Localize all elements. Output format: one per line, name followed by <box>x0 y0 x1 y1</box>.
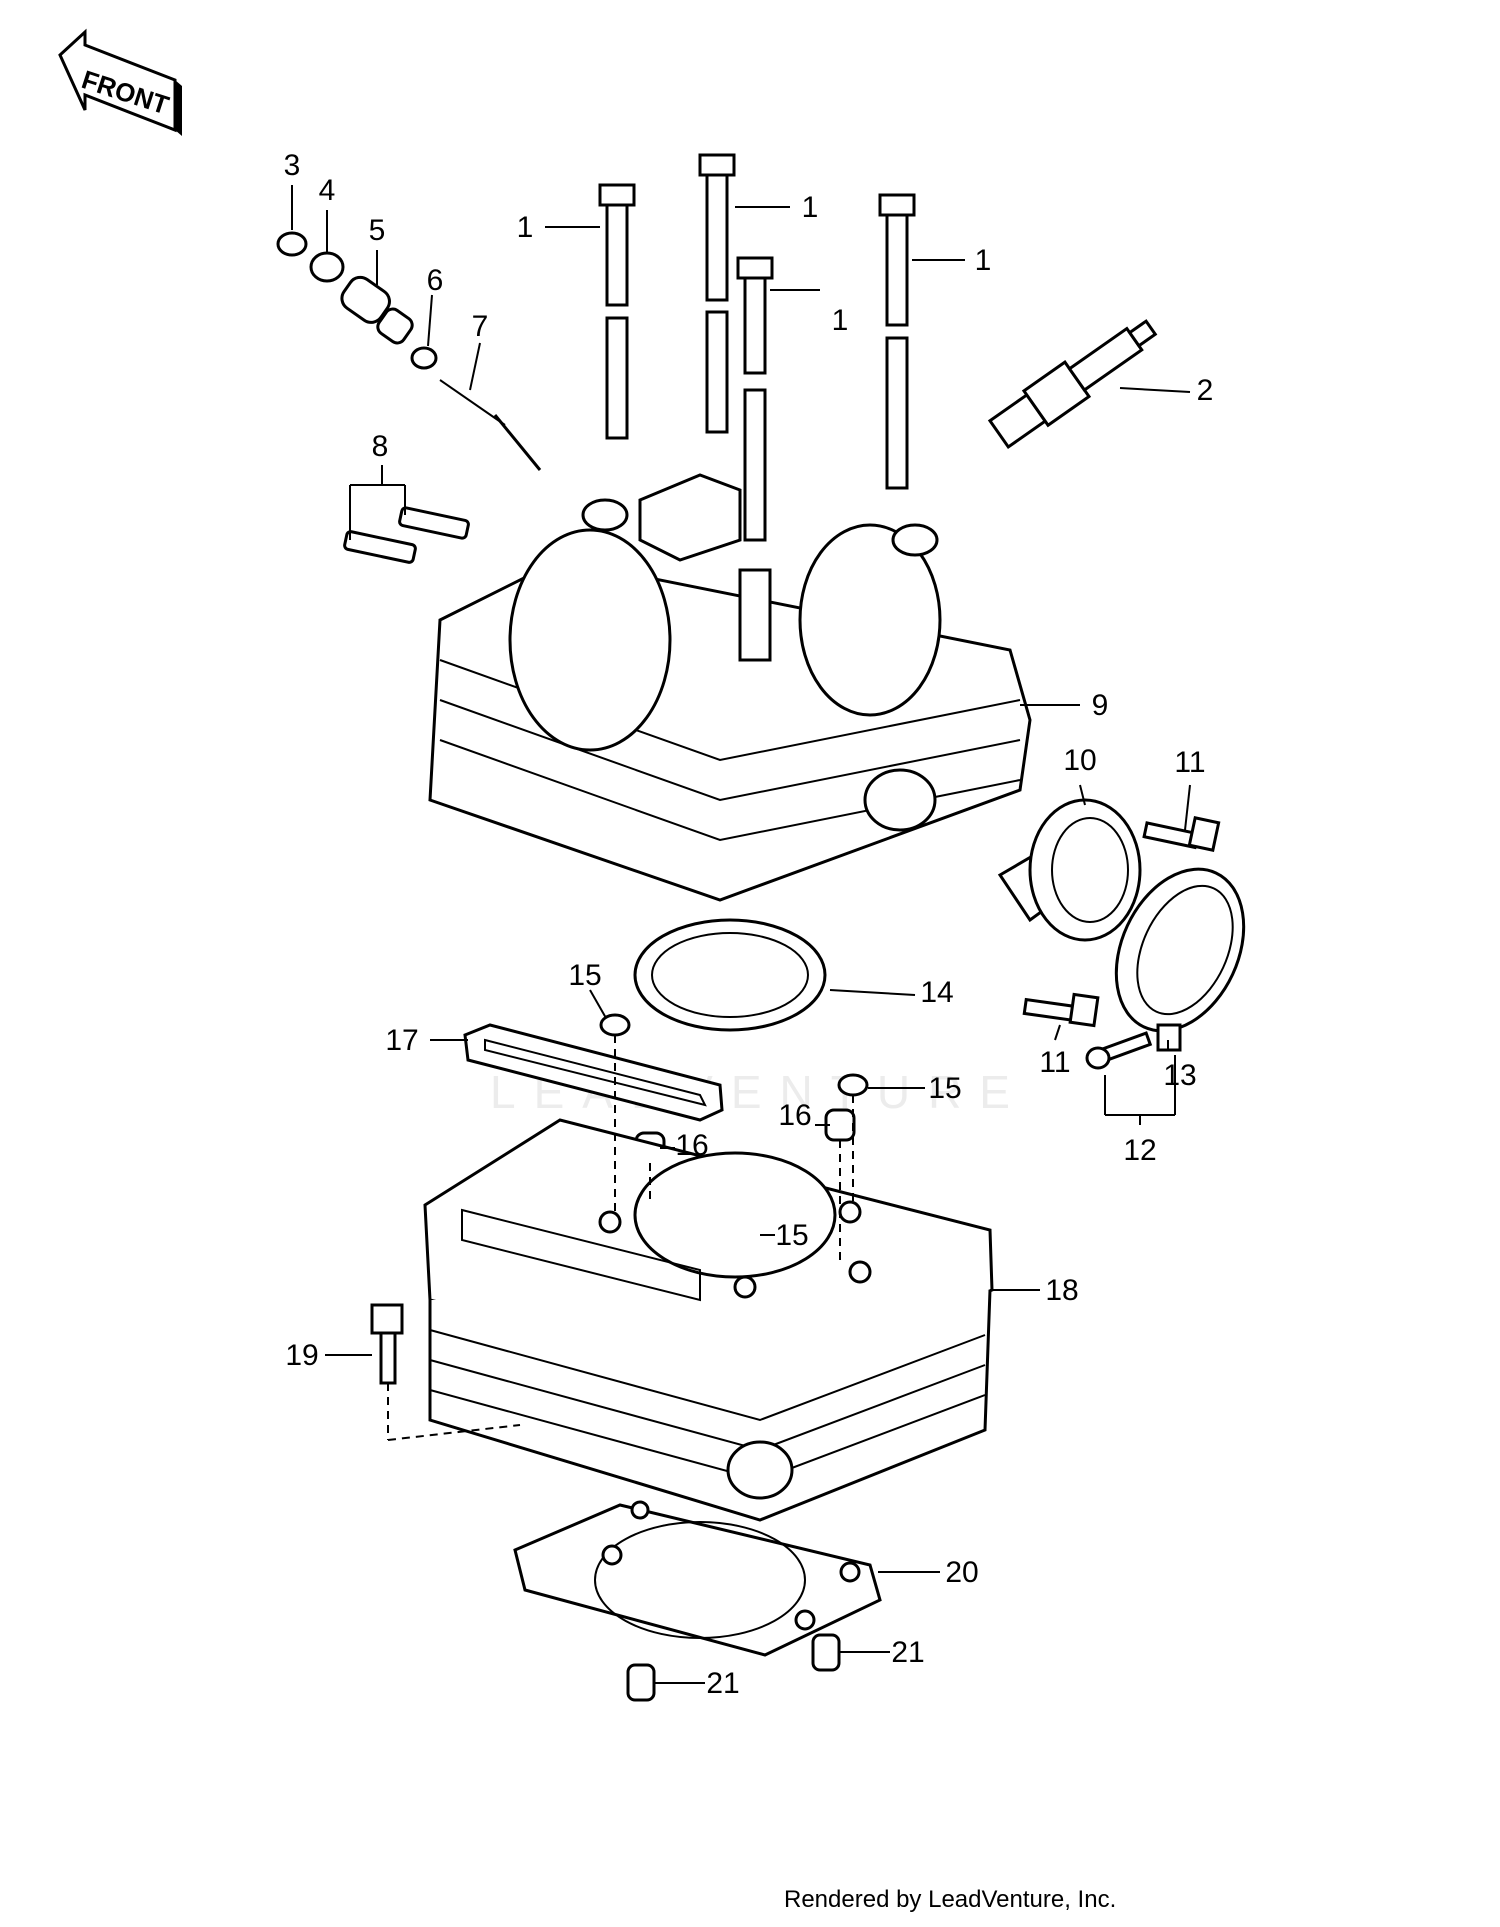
cylinder-head <box>428 473 1032 902</box>
stud-8a <box>398 506 470 540</box>
bolt-11b <box>1022 992 1100 1028</box>
cylinder-block <box>423 1118 994 1522</box>
callout-6: 6 <box>427 264 444 297</box>
callout-1b: 1 <box>802 191 819 224</box>
tachometer-shaft-7 <box>439 379 542 471</box>
bushing-5 <box>340 275 414 345</box>
callout-1d: 1 <box>975 244 992 277</box>
callout-5: 5 <box>369 214 386 247</box>
callout-18: 18 <box>1045 1274 1078 1307</box>
spark-plug <box>987 319 1158 450</box>
callout-10: 10 <box>1063 744 1096 777</box>
callout-4: 4 <box>319 174 336 207</box>
intake-pipe <box>997 798 1142 942</box>
callout-21b: 21 <box>706 1667 739 1700</box>
callout-15b: 15 <box>928 1072 961 1105</box>
callout-12: 12 <box>1123 1134 1156 1167</box>
callout-1a: 1 <box>517 211 534 244</box>
o-ring-15b <box>837 1073 869 1097</box>
callout-1c: 1 <box>832 304 849 337</box>
callout-16b: 16 <box>675 1129 708 1162</box>
callout-3: 3 <box>284 149 301 182</box>
stud-8b <box>343 530 417 564</box>
callout-11b: 11 <box>1039 1046 1070 1079</box>
callout-19: 19 <box>285 1339 318 1372</box>
gasket-ring <box>633 918 827 1032</box>
footer-credit: Rendered by LeadVenture, Inc. <box>784 1886 1117 1913</box>
dowel-16b <box>824 1108 856 1142</box>
callout-16a: 16 <box>778 1099 811 1132</box>
callout-14: 14 <box>920 976 953 1009</box>
callout-2: 2 <box>1197 374 1214 407</box>
callout-7: 7 <box>472 310 489 343</box>
front-arrow-icon: FRONT <box>58 28 182 136</box>
washer-3 <box>276 231 308 257</box>
seal-4 <box>309 251 345 283</box>
base-gasket <box>513 1500 882 1657</box>
o-ring-6 <box>410 346 438 370</box>
callout-17: 17 <box>385 1024 418 1057</box>
callout-20: 20 <box>945 1556 978 1589</box>
callout-15a: 15 <box>568 959 601 992</box>
dowel-21a <box>811 1633 841 1672</box>
head-bolt-1 <box>598 183 636 440</box>
callout-15c: 15 <box>775 1219 808 1252</box>
callout-8: 8 <box>372 430 389 463</box>
gasket-17 <box>463 1023 724 1122</box>
clamp <box>1114 867 1246 1052</box>
callout-13: 13 <box>1163 1059 1196 1092</box>
bolt-11a <box>1142 816 1221 852</box>
bolt-19 <box>370 1303 404 1385</box>
callout-9: 9 <box>1092 689 1109 722</box>
callout-11a: 11 <box>1174 746 1205 779</box>
clamp-screw <box>1085 1031 1153 1070</box>
head-bolt-4 <box>878 193 916 490</box>
head-bolt-2 <box>698 153 736 434</box>
head-bolt-3 <box>736 256 774 542</box>
callout-21a: 21 <box>891 1636 924 1669</box>
leader-lines <box>291 185 1191 1684</box>
dowel-21b <box>626 1663 656 1702</box>
